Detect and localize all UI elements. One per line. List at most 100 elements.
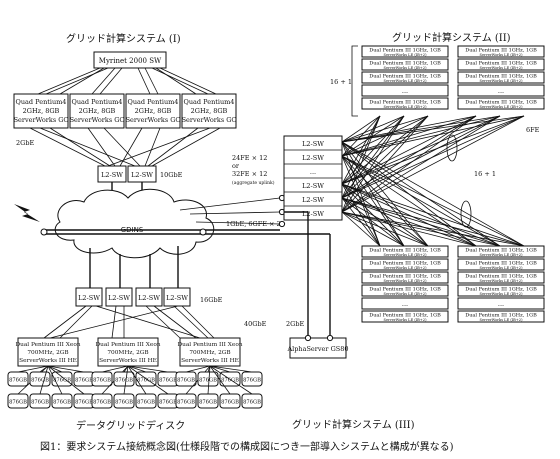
disk-label: 876GB (243, 378, 261, 384)
label-link-mid: 1GbE, 6GFE × 2 (226, 220, 281, 228)
stack-port-3 (278, 220, 286, 228)
dual-pentium-line2: ServerWorks LE (IB+2) (480, 66, 524, 70)
dual-pentium-node-tl-3: ... (361, 84, 449, 97)
quad-node-4-line3: ServerWorks GC (182, 116, 237, 124)
alpha-port-1 (304, 334, 312, 342)
quad-node-1-line3: ServerWorks GC (14, 116, 69, 124)
backbone-endpoint-cloud (199, 228, 207, 236)
quad-node-4-line2: 2GHz, 8GB (191, 107, 228, 115)
disk-label: 876GB (177, 378, 195, 384)
xeon-line2: 700MHz, 2GB (189, 350, 230, 356)
quad-to-l2-links (29, 127, 221, 167)
disk-label: 876GB (115, 400, 133, 406)
stack-sw-5: L2-SW (302, 210, 324, 218)
label-40gbe: 40GbE (244, 320, 267, 328)
disk-label: 876GB (53, 400, 71, 406)
disk-label: 876GB (93, 400, 111, 406)
dual-pentium-dots: ... (498, 300, 504, 308)
disk-label: 876GB (9, 378, 27, 384)
dual-pentium-line2: ServerWorks LE (IB+2) (384, 253, 428, 257)
dual-pentium-node-br-4: ... (457, 297, 545, 310)
disk-label: 876GB (159, 400, 177, 406)
quad-node-2-line2: 2GHz, 8GB (79, 107, 116, 115)
dual-pentium-line2: ServerWorks LE (IB+2) (384, 53, 428, 57)
xeon-line2: 700MHz, 2GB (27, 350, 68, 356)
disk-label: 876GB (53, 378, 71, 384)
quad-node-1-line1: Quad Pentium4 (16, 98, 67, 106)
stack-sw-1: L2-SW (302, 140, 324, 148)
disk-0-2-0: 876GB (47, 365, 73, 387)
dual-pentium-line1: Dual Pentium III 1GHz, 1GB (465, 287, 537, 293)
l2sw-upper-2-label: L2-SW (131, 171, 153, 179)
alphaserver: AlphaServer GS80 (286, 337, 349, 359)
quad-node-3-line3: ServerWorks GC (126, 116, 181, 124)
dual-pentium-dots: ... (402, 300, 408, 308)
disk-0-0-1: 876GB (7, 365, 49, 409)
myrinet-label: Myrinet 2000 SW (99, 57, 162, 65)
label-2gbe-alpha: 2GbE (286, 320, 304, 328)
dual-pentium-line1: Dual Pentium III 1GHz, 1GB (465, 100, 537, 106)
lower-l2-to-xeon (43, 305, 215, 339)
stack-sw-4: L2-SW (302, 196, 324, 204)
dual-pentium-line2: ServerWorks LE (IB+2) (480, 253, 524, 257)
disk-label: 876GB (177, 400, 195, 406)
disk-2-2-1: 876GB (209, 365, 241, 409)
dual-pentium-line1: Dual Pentium III 1GHz, 1GB (369, 61, 441, 67)
dual-pentium-node-tr-3: ... (457, 84, 545, 97)
dual-pentium-line2: ServerWorks LE (IB+2) (480, 279, 524, 283)
title-grid-i: グリッド計算システム (I) (66, 32, 181, 45)
l2sw-upper-1: L2-SW (97, 165, 127, 183)
disk-2-0-1: 876GB (175, 365, 211, 409)
disk-label: 876GB (93, 378, 111, 384)
dual-pentium-line2: ServerWorks LE (IB+2) (384, 292, 428, 296)
label-fe-small: (aggregate uplink) (232, 179, 275, 186)
label-or: or (232, 162, 240, 170)
myrinet-links (37, 67, 217, 95)
disk-label: 876GB (137, 378, 155, 384)
dual-pentium-line1: Dual Pentium III 1GHz, 1GB (465, 248, 537, 254)
disk-label: 876GB (9, 400, 27, 406)
figure-caption: 図1：要求システム接続概念図(仕様段階での構成図につき一部導入システムと構成が異… (40, 440, 454, 453)
myrinet-switch (93, 51, 167, 69)
disk-2-1-0: 876GB (197, 365, 219, 387)
quad-node-1: Quad Pentium4 2GHz, 8GB ServerWorks GC (13, 93, 69, 129)
title-grid-iii: グリッド計算システム (III) (292, 418, 415, 431)
backbone-endpoint-left (40, 228, 48, 236)
label-fe-x12: 24FE × 12 (232, 154, 267, 162)
l2sw-stack: L2-SW L2-SW ... L2-SW L2-SW L2-SW (283, 135, 343, 221)
label-6fe: 6FE (526, 126, 540, 134)
dual-pentium-line2: ServerWorks LE (IB+2) (384, 266, 428, 270)
disk-label: 876GB (31, 378, 49, 384)
dual-pentium-line1: Dual Pentium III 1GHz, 1GB (369, 274, 441, 280)
dual-pentium-line1: Dual Pentium III 1GHz, 1GB (369, 287, 441, 293)
dual-pentium-line2: ServerWorks LE (IB+2) (480, 292, 524, 296)
label-16plus1-mid: 16 + 1 (474, 170, 496, 178)
quad-node-3-line2: 2GHz, 8GB (135, 107, 172, 115)
xeon-line2: 700MHz, 2GB (107, 350, 148, 356)
l2sw-lower-label: L2-SW (78, 294, 100, 302)
l2sw-lower-3: L2-SW (135, 287, 163, 307)
backbone-links (44, 229, 280, 235)
dual-pentium-line1: Dual Pentium III 1GHz, 1GB (369, 261, 441, 267)
dual-pentium-line2: ServerWorks LE (IB+2) (480, 79, 524, 83)
l2sw-lower-label: L2-SW (108, 294, 130, 302)
dual-pentium-dots: ... (402, 87, 408, 95)
label-10gbe: 10GbE (160, 171, 183, 179)
disk-2-3-0: 876GB (209, 365, 263, 387)
label-16gbe: 16GbE (200, 296, 223, 304)
dual-pentium-line2: ServerWorks LE (IB+2) (384, 279, 428, 283)
